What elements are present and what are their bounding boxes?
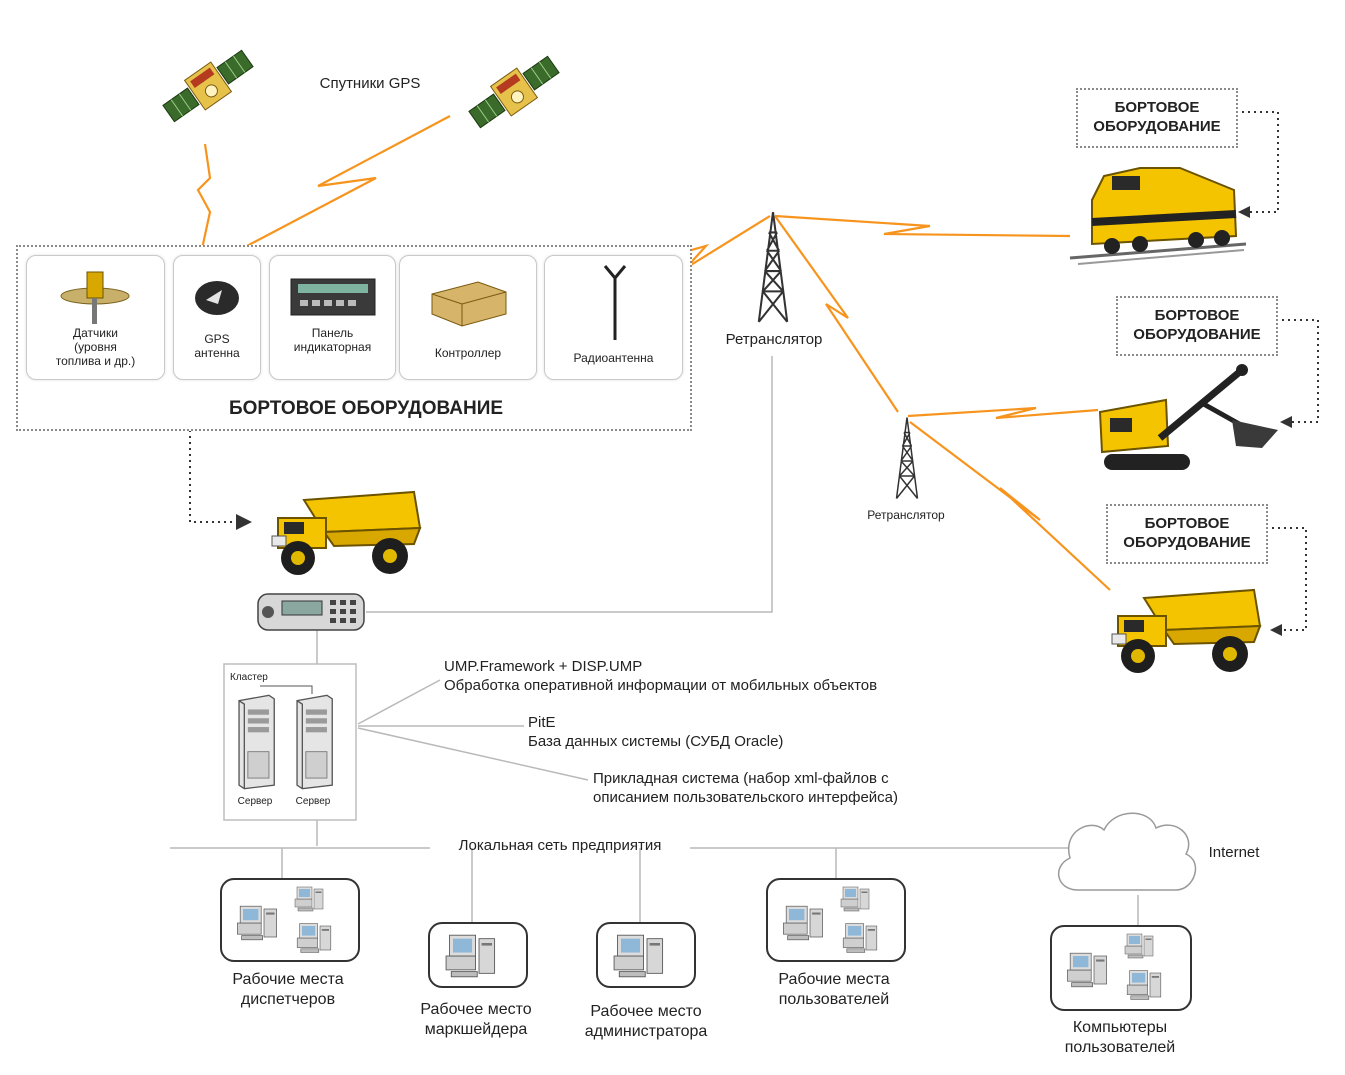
gps-antenna-icon xyxy=(195,281,239,315)
server-label: Сервер xyxy=(237,796,273,807)
truck-arrow xyxy=(1266,527,1307,631)
excavator-arrow xyxy=(1276,319,1319,423)
vehicle-onboard-box: БОРТОВОЕ ОБОРУДОВАНИЕ xyxy=(1116,296,1278,356)
module-label: Датчики (уровня топлива и др.) xyxy=(55,326,136,368)
software-umpframework: UMP.Framework + DISP.UMP Обработка опера… xyxy=(444,657,877,695)
lan-label: Локальная сеть предприятия xyxy=(458,837,662,854)
link-repeater-locomotive xyxy=(774,214,1071,238)
wired-lines xyxy=(170,356,1139,926)
onboard-title: БОРТОВОЕ ОБОРУДОВАНИЕ xyxy=(228,398,504,419)
dotted-arrows xyxy=(189,111,1319,631)
workstation-label: Рабочие места пользователей xyxy=(778,971,890,1008)
satellite-icon xyxy=(158,43,258,129)
cluster-title: Кластер xyxy=(230,672,268,683)
software-desc: описанием пользовательского интерфейса) xyxy=(593,789,899,806)
vehicle-onboard-label: БОРТОВОЕ ОБОРУДОВАНИЕ xyxy=(1133,307,1261,343)
software-desc: База данных системы (СУБД Oracle) xyxy=(528,733,784,750)
module-label: Контроллер xyxy=(434,346,502,360)
satellite-icon xyxy=(464,49,564,135)
module-gps-antenna: GPS антенна xyxy=(173,255,261,380)
user-workstations xyxy=(766,878,906,962)
module-label: GPS антенна xyxy=(194,332,240,360)
vehicle-onboard-box: БОРТОВОЕ ОБОРУДОВАНИЕ xyxy=(1076,88,1238,148)
module-sensors: Датчики (уровня топлива и др.) xyxy=(26,255,165,380)
satellites-label: Спутники GPS xyxy=(319,75,421,92)
locomotive-icon xyxy=(1069,167,1247,265)
computer-icon xyxy=(445,934,496,978)
module-label: Панель индикаторная xyxy=(293,326,372,354)
repeater-tower-icon xyxy=(895,416,919,500)
internet-cloud-icon xyxy=(1057,812,1197,891)
server-icon xyxy=(238,694,275,790)
repeater-label: Ретранслятор xyxy=(867,508,945,522)
link-repeater-repeater2 xyxy=(774,215,899,413)
dump-truck-icon xyxy=(271,491,421,576)
arrowheads xyxy=(236,206,1292,636)
dispatcher-workstations xyxy=(220,878,360,962)
software-name: UMP.Framework + DISP.UMP xyxy=(444,658,643,675)
locomotive-arrow xyxy=(1236,111,1279,213)
vehicle-onboard-label: БОРТОВОЕ ОБОРУДОВАНИЕ xyxy=(1123,515,1251,551)
module-indicator-panel: Панель индикаторная xyxy=(269,255,396,380)
controller-icon xyxy=(431,281,507,327)
repeater-label: Ретранслятор xyxy=(725,331,823,348)
radio-modem-line xyxy=(366,356,773,613)
module-controller: Контроллер xyxy=(399,255,537,380)
software-name: Прикладная система (набор xml-файлов с xyxy=(593,770,889,787)
server-icon xyxy=(296,694,333,790)
lan-drops xyxy=(281,848,1139,926)
link-sat2-gps xyxy=(223,115,451,259)
software-application: Прикладная система (набор xml-файлов с о… xyxy=(593,769,898,807)
indicator-panel-icon xyxy=(290,278,376,316)
computer-icon xyxy=(1067,933,1162,1000)
administrator-workstation xyxy=(596,922,696,988)
dump-truck-icon xyxy=(1111,589,1261,674)
internet-user-computers xyxy=(1050,925,1192,1011)
software-desc: Обработка оперативной информации от моби… xyxy=(444,677,878,694)
radio-antenna-icon xyxy=(603,265,627,340)
link-repeater2-truck xyxy=(909,421,1111,591)
vehicle-onboard-box: БОРТОВОЕ ОБОРУДОВАНИЕ xyxy=(1106,504,1268,564)
radio-modem-icon xyxy=(257,593,365,631)
computer-icon xyxy=(237,886,332,953)
onboard-truck-arrow xyxy=(189,430,240,523)
workstation-label: Компьютеры пользователей xyxy=(1064,1019,1176,1056)
software-name: PitE xyxy=(528,714,556,731)
module-radio-antenna: Радиоантенна xyxy=(544,255,683,380)
computer-icon xyxy=(613,934,664,978)
surveyor-workstation xyxy=(428,922,528,988)
vehicle-onboard-label: БОРТОВОЕ ОБОРУДОВАНИЕ xyxy=(1093,99,1221,135)
link-repeater2-excavator xyxy=(907,406,1099,420)
workstation-label: Рабочие места диспетчеров xyxy=(232,971,344,1008)
computer-icon xyxy=(783,886,878,953)
excavator-icon xyxy=(1098,364,1278,470)
software-pite: PitE База данных системы (СУБД Oracle) xyxy=(528,713,783,751)
server-label: Сервер xyxy=(295,796,331,807)
software-connectors xyxy=(357,679,589,781)
workstation-label: Рабочее место администратора xyxy=(584,1003,708,1040)
fuel-sensor-icon xyxy=(60,271,130,324)
internet-label: Internet xyxy=(1208,844,1260,861)
module-label: Радиоантенна xyxy=(573,351,654,365)
workstation-label: Рабочее место маркшейдера xyxy=(420,1001,532,1038)
link-sat1-gps xyxy=(196,143,212,259)
